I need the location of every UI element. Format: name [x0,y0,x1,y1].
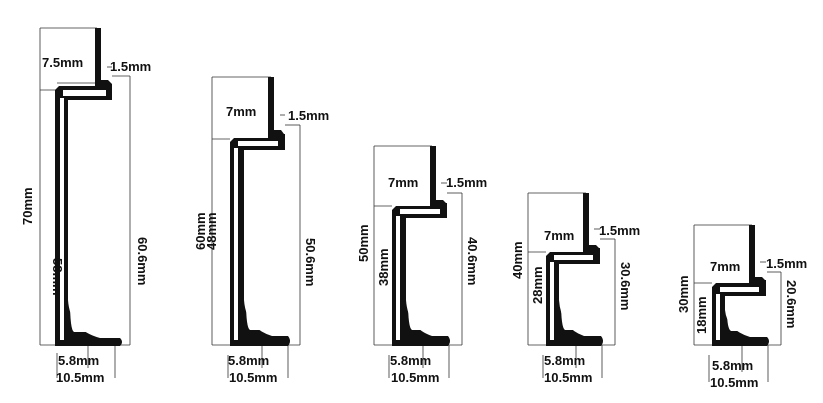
profile-40mm-total-height: 40mm [510,241,525,279]
profile-70mm-inner-height: 58mm [50,258,65,296]
profile-30mm-base-outer: 10.5mm [710,375,758,390]
profile-50mm-thickness: 1.5mm [446,175,487,190]
profile-70mm-total-height: 70mm [20,187,35,225]
profile-30mm-side-height: 20.6mm [784,280,799,328]
profile-50mm-side-height: 40.6mm [465,237,480,285]
profile-40mm-base-inner: 5.8mm [544,353,585,368]
profile-30mm-top-width: 7mm [710,259,740,274]
profile-70mm-shape [55,28,122,346]
profile-70mm-side-height: 60.6mm [135,237,150,285]
profile-60mm-side-height: 50.6mm [303,238,318,286]
profile-60mm: 7mm 1.5mm 60mm 48mm 50.6mm 5.8mm 10.5mm [193,76,329,385]
profile-40mm: 7mm 1.5mm 40mm 28mm 30.6mm 5.8mm 10.5mm [510,192,640,385]
profile-60mm-base-outer: 10.5mm [229,370,277,385]
profile-40mm-side-height: 30.6mm [618,262,633,310]
profile-50mm-shape [392,146,450,346]
profile-30mm-inner-height: 18mm [694,296,709,334]
profile-70mm-top-width: 7.5mm [42,55,83,70]
profile-50mm-base-inner: 5.8mm [390,353,431,368]
profile-60mm-inner-height: 48mm [204,212,219,250]
profile-30mm-base-inner: 5.8mm [712,358,753,373]
profile-40mm-shape [546,193,603,346]
profile-40mm-inner-height: 28mm [530,266,545,304]
profile-50mm: 7mm 1.5mm 50mm 38mm 40.6mm 5.8mm 10.5mm [356,145,487,385]
profile-30mm-shape [712,225,769,346]
profile-70mm-base-outer: 10.5mm [56,370,104,385]
profile-60mm-base-inner: 5.8mm [228,353,269,368]
profile-60mm-thickness: 1.5mm [288,108,329,123]
profile-30mm: 7mm 1.5mm 30mm 18mm 20.6mm 5.8mm 10.5mm [676,224,807,390]
profile-40mm-top-width: 7mm [544,228,574,243]
profile-60mm-top-width: 7mm [226,104,256,119]
profile-50mm-top-width: 7mm [388,175,418,190]
profile-60mm-total-height: 60mm [193,212,208,250]
profile-40mm-thickness: 1.5mm [599,223,640,238]
profile-70mm: 7.5mm 1.5mm 70mm 58mm 60.6mm 5.8mm 10.5m… [20,27,151,385]
profile-50mm-inner-height: 38mm [376,248,391,286]
profile-50mm-total-height: 50mm [356,224,371,262]
profile-70mm-thickness: 1.5mm [110,59,151,74]
profile-40mm-base-outer: 10.5mm [544,370,592,385]
profile-70mm-base-inner: 5.8mm [58,353,99,368]
profile-30mm-total-height: 30mm [676,275,691,313]
profile-30mm-thickness: 1.5mm [766,256,807,271]
profile-50mm-base-outer: 10.5mm [391,370,439,385]
